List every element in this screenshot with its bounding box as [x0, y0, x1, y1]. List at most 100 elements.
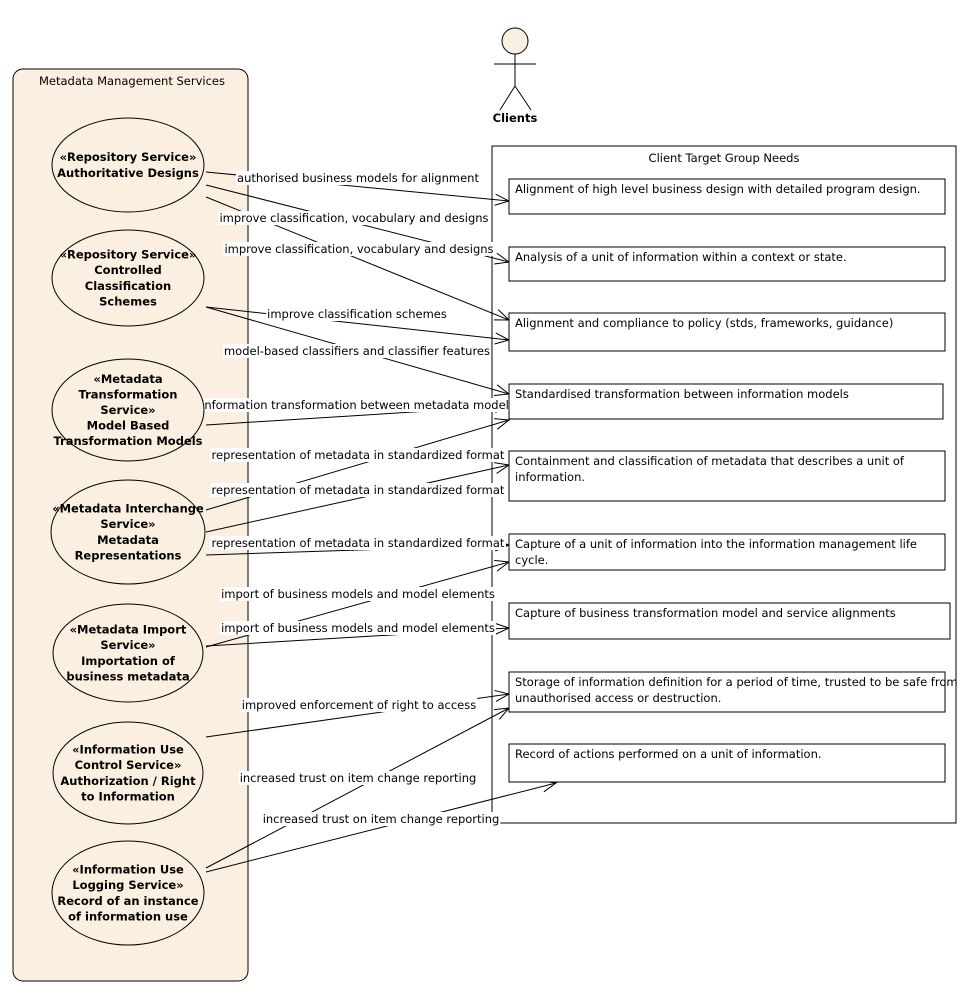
use-case-label: Authoritative Designs — [57, 166, 199, 180]
association-line[interactable] — [205, 306, 510, 341]
use-case-label: «Metadata Interchange — [52, 502, 204, 516]
actor-left-leg — [499, 85, 516, 111]
association-label: model-based classifiers and classifier f… — [224, 344, 490, 358]
use-case-ellipse — [51, 358, 205, 462]
need-box-7[interactable]: Capture of business transformation model… — [508, 602, 951, 640]
use-case-label: Transformation — [79, 387, 178, 401]
use-case-label: Metadata — [97, 533, 159, 547]
need-box-3[interactable]: Alignment and compliance to policy (stds… — [508, 312, 946, 352]
need-box-frame — [508, 743, 946, 783]
association-label-bg — [220, 587, 496, 601]
need-text: unauthorised access or destruction. — [515, 691, 721, 705]
use-case-label: Service» — [100, 517, 155, 531]
association-label-bg — [223, 242, 495, 256]
services-package-title: Metadata Management Services — [39, 74, 225, 88]
association-label: increased trust on item change reporting — [263, 812, 500, 826]
association-label: improve classification, vocabulary and d… — [224, 242, 493, 256]
association-label: increased trust on item change reporting — [240, 771, 477, 785]
use-case-label: Record of an instance — [57, 894, 198, 908]
association-label: import of business models and model elem… — [221, 621, 495, 635]
association-label-bg — [222, 344, 492, 358]
need-box-frame — [508, 450, 946, 502]
need-text: Standardised transformation between info… — [515, 387, 849, 401]
use-case-label: «Metadata Import — [70, 623, 187, 637]
use-case-repo-class[interactable]: «Repository Service»ControlledClassifica… — [51, 229, 205, 327]
use-case-label: Controlled — [94, 263, 162, 277]
need-text: Record of actions performed on a unit of… — [515, 747, 822, 761]
association-label: improved enforcement of right to access — [242, 698, 476, 712]
actor-right-leg — [514, 85, 532, 111]
need-box-frame — [508, 178, 946, 215]
need-text: Capture of a unit of information into th… — [515, 537, 917, 551]
use-case-label: Transformation Models — [53, 434, 202, 448]
use-case-ellipse — [52, 721, 204, 825]
association-line[interactable] — [205, 707, 510, 869]
association-label: authorised business models for alignment — [237, 171, 479, 185]
needs-package-title: Client Target Group Needs — [649, 151, 800, 165]
use-case-ellipse — [52, 603, 204, 703]
need-box-2[interactable]: Analysis of a unit of information within… — [508, 246, 946, 282]
need-box-frame — [508, 671, 946, 713]
use-case-label: Authorization / Right — [60, 774, 196, 788]
need-box-frame — [508, 533, 946, 571]
need-box-9[interactable]: Record of actions performed on a unit of… — [508, 743, 946, 783]
use-case-label: «Information Use — [72, 743, 184, 757]
association-line[interactable] — [205, 782, 557, 873]
use-case-label: of information use — [68, 909, 188, 923]
actor-head — [501, 27, 529, 55]
association-label: information transformation between metad… — [201, 398, 515, 412]
actor-label: Clients — [493, 111, 538, 125]
need-text: Alignment and compliance to policy (stds… — [515, 316, 893, 330]
need-text: Alignment of high level business design … — [515, 182, 921, 196]
need-box-1[interactable]: Alignment of high level business design … — [508, 178, 946, 215]
association-label-bg — [261, 812, 501, 826]
use-case-label: Control Service» — [75, 758, 182, 772]
need-text: Containment and classification of metada… — [515, 454, 905, 468]
need-box-frame — [508, 383, 944, 420]
association-label-bg — [210, 448, 506, 462]
association-label-bg — [240, 698, 478, 712]
association-label-bg — [238, 771, 478, 785]
association-labels: authorised business models for alignment… — [200, 171, 516, 826]
use-case-label: «Repository Service» — [60, 248, 197, 262]
association-arrowhead — [494, 418, 511, 430]
use-case-label: «Repository Service» — [60, 150, 197, 164]
use-case-label: Representations — [75, 548, 182, 562]
use-cases: «Repository Service» Authoritative Design… — [50, 117, 206, 946]
use-case-label: Schemes — [99, 294, 157, 308]
need-box-4[interactable]: Standardised transformation between info… — [508, 383, 944, 420]
use-case-ellipse — [50, 479, 206, 585]
association-label: representation of metadata in standardiz… — [212, 448, 505, 462]
association-label-bg — [218, 211, 490, 225]
association-label: representation of metadata in standardiz… — [212, 536, 505, 550]
need-box-frame — [508, 312, 946, 352]
association-label: representation of metadata in standardiz… — [212, 483, 505, 497]
use-case-label: Service» — [100, 403, 155, 417]
need-text: Capture of business transformation model… — [515, 606, 896, 620]
association-label-bg — [210, 483, 506, 497]
use-case-repo-auth[interactable]: «Repository Service» Authoritative Design… — [51, 117, 205, 213]
need-text: cycle. — [515, 553, 548, 567]
association-label: improve classification, vocabulary and d… — [219, 211, 488, 225]
use-case-label: Importation of — [81, 654, 176, 668]
association-label-bg — [236, 171, 481, 185]
use-case-label: Logging Service» — [72, 878, 183, 892]
need-text: information. — [515, 470, 585, 484]
need-text: Storage of information definition for a … — [515, 675, 958, 689]
association-line[interactable] — [205, 464, 510, 533]
use-case-label: to Information — [81, 789, 175, 803]
need-box-6[interactable]: Capture of a unit of information into th… — [508, 533, 946, 571]
association-label-bg — [220, 621, 496, 635]
needs: Alignment of high level business design … — [508, 178, 958, 783]
use-case-ellipse — [51, 117, 205, 213]
need-box-8[interactable]: Storage of information definition for a … — [508, 671, 958, 713]
need-box-5[interactable]: Containment and classification of metada… — [508, 450, 946, 502]
actor-clients[interactable]: Clients — [493, 27, 538, 125]
use-case-ellipse — [51, 840, 205, 946]
